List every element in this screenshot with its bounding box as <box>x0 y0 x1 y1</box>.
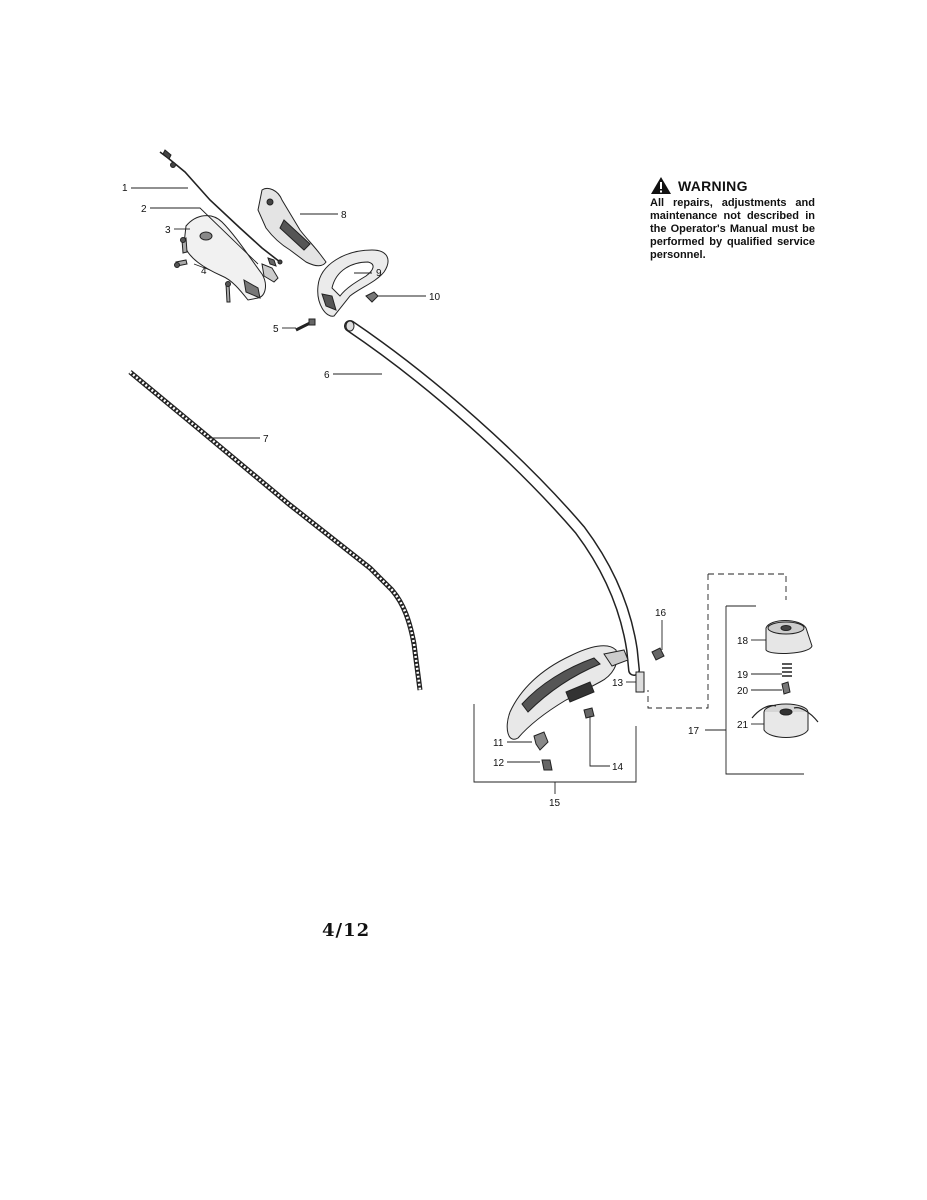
part-spool <box>751 703 819 738</box>
callout-20: 20 <box>737 686 749 697</box>
part-throttle-trigger <box>261 257 279 283</box>
part-clamp-screw <box>365 291 379 303</box>
warning-text: All repairs, adjustments and maintenance… <box>650 197 815 261</box>
part-screw-14 <box>583 707 595 719</box>
warning-title: WARNING <box>678 177 748 194</box>
warning-triangle-icon <box>651 177 671 194</box>
part-throttle-cable <box>159 149 283 265</box>
part-handle-half <box>257 187 327 267</box>
part-flex-shaft <box>128 370 423 691</box>
leader-lines <box>131 187 782 767</box>
part-loop-handle <box>317 249 389 317</box>
callout-1: 1 <box>122 183 128 194</box>
part-shaft-housing <box>344 320 640 676</box>
part-washer <box>781 681 791 695</box>
callout-5: 5 <box>273 324 279 335</box>
callout-21: 21 <box>737 720 749 731</box>
callout-14: 14 <box>612 762 624 773</box>
page-number: 4/12 <box>322 920 371 941</box>
callout-8: 8 <box>341 210 347 221</box>
callout-18: 18 <box>737 636 749 647</box>
callout-7: 7 <box>263 434 269 445</box>
callout-12: 12 <box>493 758 505 769</box>
callout-13: 13 <box>612 678 624 689</box>
callout-10: 10 <box>429 292 441 303</box>
part-screw-5 <box>295 318 316 332</box>
warning-box: WARNING All repairs, adjustments and mai… <box>650 176 815 262</box>
part-nut <box>541 759 553 771</box>
bracket-group-17 <box>725 605 804 775</box>
part-screws-4 <box>174 237 231 303</box>
part-spool-cover <box>765 620 813 654</box>
part-line-cutter <box>533 731 549 751</box>
part-grass-deflector <box>506 645 629 740</box>
callout-labels: 1 2 3 4 5 6 7 8 9 10 11 12 13 14 15 16 1… <box>122 183 749 809</box>
dashed-connector <box>647 573 787 709</box>
bracket-group-15 <box>473 704 637 794</box>
callout-4: 4 <box>201 266 207 277</box>
callout-3: 3 <box>165 225 171 236</box>
callout-16: 16 <box>655 608 667 619</box>
callout-11: 11 <box>493 738 504 749</box>
callout-17: 17 <box>688 726 700 737</box>
part-handle-housing <box>183 215 266 301</box>
part-spring <box>782 663 792 677</box>
callout-19: 19 <box>737 670 749 681</box>
callout-2: 2 <box>141 204 147 215</box>
part-screw-16 <box>651 647 665 661</box>
part-shaft-end <box>635 671 645 693</box>
callout-6: 6 <box>324 370 330 381</box>
warning-header: WARNING <box>650 176 815 195</box>
callout-15: 15 <box>549 798 561 809</box>
callout-9: 9 <box>376 268 382 279</box>
